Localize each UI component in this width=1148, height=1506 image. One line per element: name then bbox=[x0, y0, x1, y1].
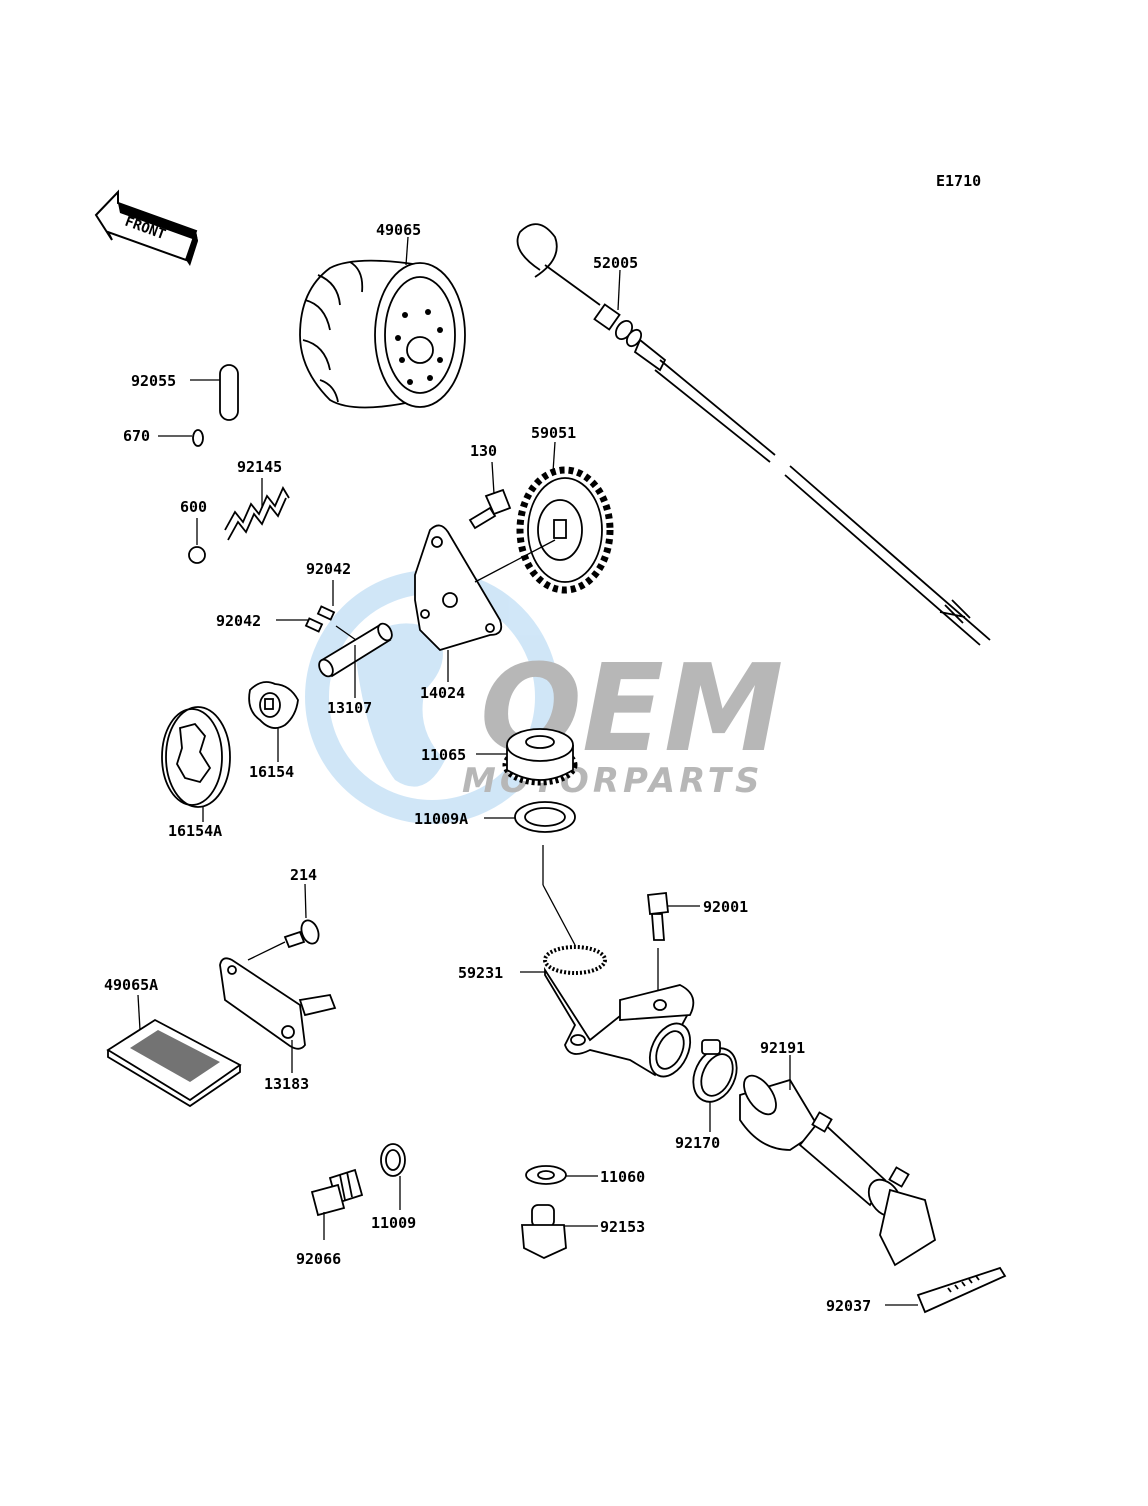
gasket-11009A-part bbox=[514, 801, 576, 833]
screen-49065A-part bbox=[106, 1018, 242, 1108]
label-130: 130 bbox=[470, 442, 497, 460]
plug-92153-part bbox=[521, 1204, 567, 1259]
clamp-92170-part bbox=[692, 1039, 738, 1103]
oring-670-part bbox=[192, 429, 204, 447]
gasket-11009-part bbox=[380, 1143, 406, 1177]
screw-214-part bbox=[283, 919, 320, 949]
label-92191: 92191 bbox=[760, 1039, 805, 1057]
label-214: 214 bbox=[290, 866, 317, 884]
label-92042b: 92042 bbox=[216, 612, 261, 630]
drain-bolt-92066-part bbox=[310, 1168, 364, 1217]
pin-92042b-part bbox=[304, 617, 324, 633]
label-92037: 92037 bbox=[826, 1297, 871, 1315]
label-49065: 49065 bbox=[376, 221, 421, 239]
label-14024: 14024 bbox=[420, 684, 465, 702]
label-92153: 92153 bbox=[600, 1218, 645, 1236]
label-670: 670 bbox=[123, 427, 150, 445]
filler-pipe-59231-part bbox=[543, 945, 695, 1078]
ball-600-part bbox=[188, 546, 206, 564]
washer-11060-part bbox=[525, 1165, 567, 1185]
label-16154A: 16154A bbox=[168, 822, 222, 840]
pin-92042a-part bbox=[316, 605, 336, 621]
rotor-16154-part bbox=[248, 681, 299, 729]
label-59051: 59051 bbox=[531, 424, 576, 442]
label-11060: 11060 bbox=[600, 1168, 645, 1186]
gear-59051-part bbox=[516, 466, 614, 594]
label-16154: 16154 bbox=[249, 763, 294, 781]
label-11009: 11009 bbox=[371, 1214, 416, 1232]
bolt-130-part bbox=[468, 488, 512, 530]
front-arrow-icon: FRONT bbox=[94, 189, 198, 266]
label-92001: 92001 bbox=[703, 898, 748, 916]
label-92170: 92170 bbox=[675, 1134, 720, 1152]
plate-13183-part bbox=[219, 957, 337, 1050]
tag-92037-part bbox=[916, 1266, 1007, 1314]
hose-92191-part bbox=[739, 1074, 937, 1267]
oil-filter-part bbox=[299, 259, 466, 409]
oring-92055-part bbox=[219, 364, 239, 421]
dipstick-part bbox=[516, 223, 991, 646]
label-600: 600 bbox=[180, 498, 207, 516]
label-92055: 92055 bbox=[131, 372, 176, 390]
label-92042a: 92042 bbox=[306, 560, 351, 578]
shaft-13107-part bbox=[318, 622, 393, 678]
label-92145: 92145 bbox=[237, 458, 282, 476]
label-11065: 11065 bbox=[421, 746, 466, 764]
label-13183: 13183 bbox=[264, 1075, 309, 1093]
cap-11065-part bbox=[502, 728, 578, 786]
rotor-16154A-part bbox=[161, 706, 231, 808]
spring-92145-part bbox=[224, 486, 290, 541]
label-13107: 13107 bbox=[327, 699, 372, 717]
label-52005: 52005 bbox=[593, 254, 638, 272]
label-11009A: 11009A bbox=[414, 810, 468, 828]
bolt-92001-part bbox=[647, 892, 669, 941]
cover-plate-14024-part bbox=[414, 524, 503, 652]
diagram-code: E1710 bbox=[936, 172, 981, 190]
label-49065A: 49065A bbox=[104, 976, 158, 994]
label-59231: 59231 bbox=[458, 964, 503, 982]
label-92066: 92066 bbox=[296, 1250, 341, 1268]
